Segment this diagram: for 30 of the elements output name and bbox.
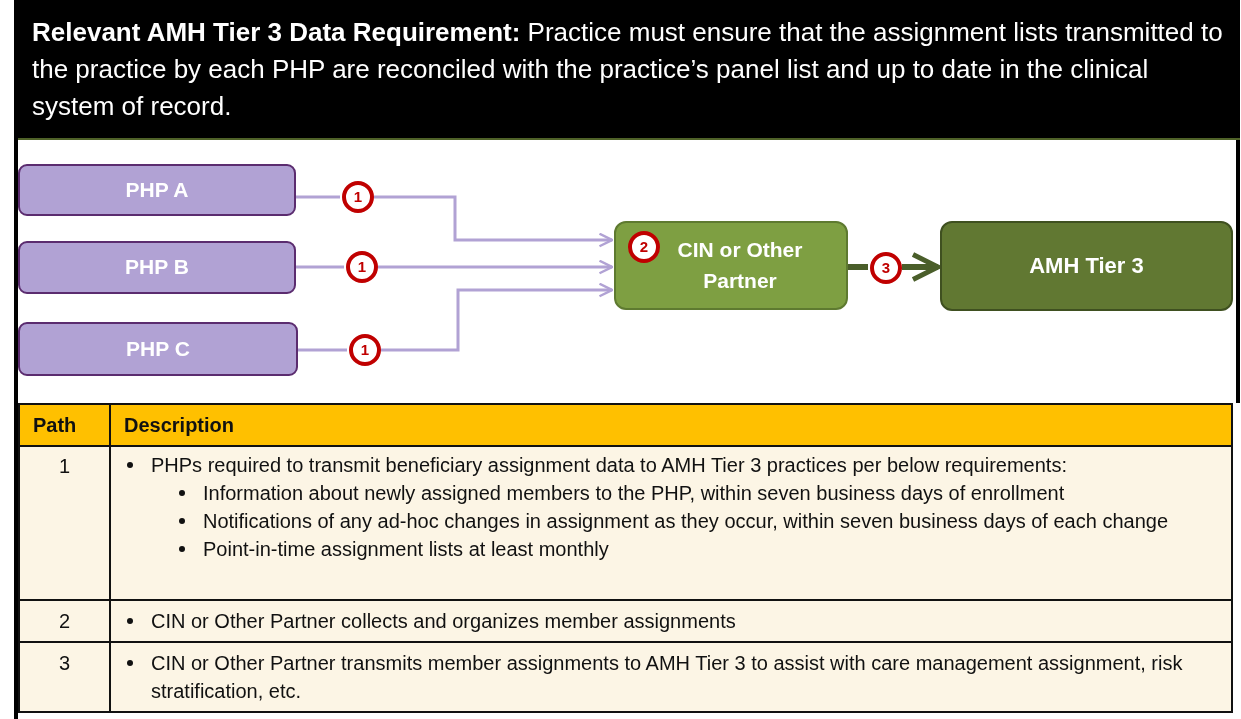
requirement-banner: Relevant AMH Tier 3 Data Requirement: Practice must ensure that the assignment lists transmitted to the practice by each PHP are reconciled with the practice’s panel list and up to date in the clinical system of record.: [18, 0, 1240, 140]
source-box: PHP C: [18, 322, 298, 376]
connector-line: [296, 195, 340, 199]
arrow: [374, 195, 614, 248]
source-box: PHP A: [18, 164, 296, 216]
description-text: PHPs required to transmit beneficiary assignment data to AMH Tier 3 practices per below requirements:: [151, 454, 1067, 476]
column-header: Path: [33, 414, 78, 436]
description-text: CIN or Other Partner transmits member assignments to AMH Tier 3 to assist with care management assignment, risk stratification, etc.: [151, 652, 1183, 702]
path-number: 3: [57, 652, 72, 674]
column-header: Description: [124, 414, 236, 436]
description-text: Point-in-time assignment lists at least monthly: [203, 538, 609, 560]
source-box: PHP B: [18, 241, 296, 294]
description-text: Information about newly assigned members to the PHP, within seven business days of enrollment: [203, 482, 1065, 504]
destination-box: AMH Tier 3: [940, 221, 1233, 311]
path-number: 2: [57, 610, 72, 632]
callout-number: 3: [870, 252, 902, 284]
description-text: CIN or Other Partner collects and organizes member assignments: [151, 610, 736, 632]
arrow: [378, 259, 614, 275]
connector-line: [848, 264, 868, 270]
callout-number: 1: [349, 334, 381, 366]
path-number: 1: [57, 455, 72, 477]
arrow: [381, 282, 614, 352]
callout-number: 1: [342, 181, 374, 213]
description-text: Notifications of any ad-hoc changes in assignment as they occur, within seven business days of each change: [203, 510, 1168, 532]
connector-line: [298, 348, 347, 352]
arrow: [902, 252, 941, 282]
callout-number: 1: [346, 251, 378, 283]
connector-line: [296, 265, 344, 269]
partner-box: CIN or Other Partner 2: [614, 221, 848, 310]
callout-number: 2: [628, 231, 660, 263]
